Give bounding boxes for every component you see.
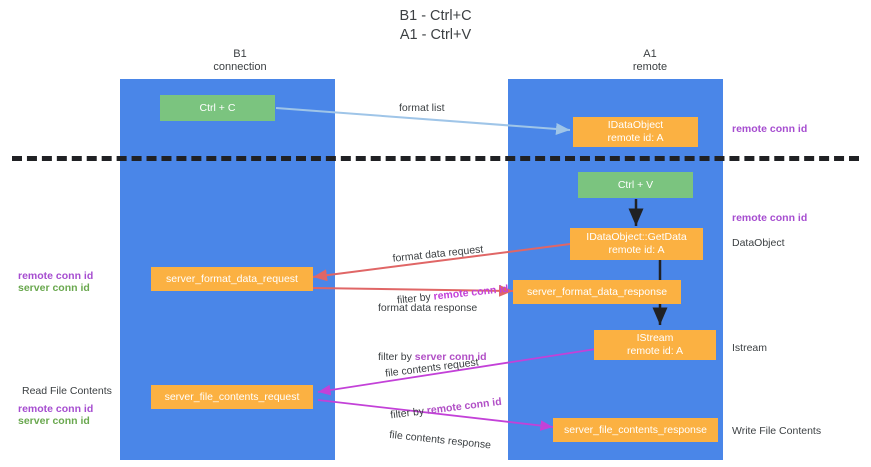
edge-label-file-contents-response: file contents response filter by server …: [381, 400, 501, 467]
side-label-read-file-contents: Read File Contents: [22, 385, 112, 397]
page-title: B1 - Ctrl+C A1 - Ctrl+V: [399, 8, 472, 43]
side-label-dataobject: DataObject: [732, 237, 785, 249]
box-server-format-data-request[interactable]: server_format_data_request: [151, 267, 313, 291]
box-ctrl-v[interactable]: Ctrl + V: [578, 172, 693, 198]
side-label-write-file-contents: Write File Contents: [732, 425, 822, 437]
edge-label-file-contents-response-text: file contents response: [388, 428, 492, 452]
side-label-left-server-conn-id-2: server conn id: [18, 415, 90, 427]
edge-label-format-data-response: format data response filter by server co…: [378, 273, 487, 392]
edge-label-format-data-response-text: format data response: [378, 302, 478, 314]
box-istream[interactable]: IStream remote id: A: [594, 330, 716, 360]
edge-label-format-list: format list: [399, 102, 445, 114]
box-ctrl-c[interactable]: Ctrl + C: [160, 95, 275, 121]
box-server-file-contents-request[interactable]: server_file_contents_request: [151, 385, 313, 409]
box-server-format-data-response[interactable]: server_format_data_response: [513, 280, 681, 304]
side-label-left-server-conn-id: server conn id: [18, 282, 90, 294]
column-header-a1: A1 remote: [632, 48, 668, 73]
edge-label-format-data-request-text: format data request: [392, 243, 484, 265]
side-label-left-remote-conn-id: remote conn id: [18, 270, 94, 282]
edge-label-file-contents-request-text: file contents request: [384, 356, 480, 380]
column-header-b1: B1 connection: [213, 48, 267, 73]
side-label-istream: Istream: [732, 342, 768, 354]
box-idataobject[interactable]: IDataObject remote id: A: [573, 117, 698, 147]
box-idataobject-getdata[interactable]: IDataObject::GetData remote id: A: [570, 228, 703, 260]
edge-label-format-data-response-filter: filter by server conn id: [378, 351, 487, 363]
side-label-left-remote-conn-id-2: remote conn id: [18, 403, 94, 415]
side-label-remote-conn-id-mid: remote conn id: [732, 212, 808, 224]
divider-dashed-line: [12, 156, 859, 161]
box-server-file-contents-response[interactable]: server_file_contents_response: [553, 418, 718, 442]
key-server-conn-id: server conn id: [414, 351, 487, 363]
side-label-remote-conn-id-top: remote conn id: [732, 123, 808, 135]
